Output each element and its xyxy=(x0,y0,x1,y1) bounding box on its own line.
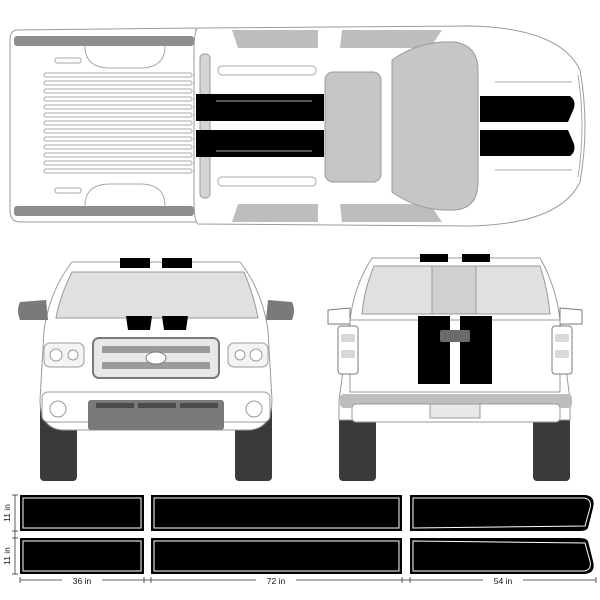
roof-groove-top xyxy=(217,65,317,76)
stripe-segment-1-row-2 xyxy=(20,538,144,574)
truck-top-view xyxy=(9,25,586,227)
dim-stripe-height-1: 11 in xyxy=(2,504,12,522)
mirror-right xyxy=(266,300,294,320)
dim-segment-1-length: 36 in xyxy=(73,576,92,586)
rear-stripe-roof-1 xyxy=(420,254,448,262)
truck-front-view xyxy=(18,258,294,481)
stripe-segment-3-row-1 xyxy=(410,495,594,531)
front-stripe-roof-2 xyxy=(162,258,192,268)
stripe-segment-2-row-2 xyxy=(151,538,402,574)
windshield xyxy=(391,41,479,211)
top-stripe-hood-1 xyxy=(480,96,575,122)
bed-rail-bottom xyxy=(14,206,194,216)
side-window-rear-top xyxy=(232,30,318,48)
rear-window xyxy=(199,53,211,199)
bed-handle-top xyxy=(54,57,82,64)
rear-mirror-left xyxy=(327,307,351,325)
grille-emblem xyxy=(145,351,167,365)
front-stripe-hood-2 xyxy=(162,316,188,330)
rear-stripe-tailgate-1 xyxy=(418,316,450,384)
dim-segment-3-length: 54 in xyxy=(494,576,513,586)
wheel-arch-top xyxy=(84,45,166,69)
rear-stripe-tailgate-2 xyxy=(460,316,492,384)
dim-stripe-height-2: 11 in xyxy=(2,547,12,565)
mirror-left xyxy=(18,300,48,320)
front-stripe-hood-1 xyxy=(126,316,152,330)
rear-tire-left xyxy=(339,405,376,481)
front-stripe-roof-1 xyxy=(120,258,150,268)
side-window-rear-bottom xyxy=(232,204,318,222)
front-windshield xyxy=(55,271,259,319)
height-dimension xyxy=(12,494,18,575)
top-stripe-hood-2 xyxy=(480,130,575,156)
front-bumper-edge xyxy=(577,74,583,178)
sunroof xyxy=(324,71,382,183)
stripe-segment-2-row-1 xyxy=(151,495,402,531)
license-plate-area xyxy=(429,403,481,419)
top-stripe-roof-1 xyxy=(196,94,324,121)
fog-light-left xyxy=(49,400,67,418)
side-window-front-top xyxy=(340,30,442,48)
tailgate-handle xyxy=(440,330,470,342)
stripe-kit-layout: 11 in 11 in 36 in 72 in 54 in xyxy=(2,494,597,586)
roof-groove-bottom xyxy=(217,176,317,187)
top-stripe-roof-2 xyxy=(196,130,324,157)
dim-segment-2-length: 72 in xyxy=(267,576,286,586)
fog-light-right xyxy=(245,400,263,418)
rear-tire-right xyxy=(533,405,570,481)
bed-rail-top xyxy=(14,36,194,46)
stripe-segment-3-row-2 xyxy=(410,538,594,574)
bed-handle-bottom xyxy=(54,187,82,194)
truck-cab-hood xyxy=(193,25,586,227)
rear-sliding-window xyxy=(431,265,477,315)
truck-rear-view xyxy=(327,254,583,481)
stripe-segment-1-row-1 xyxy=(20,495,144,531)
rear-mirror-right xyxy=(559,307,583,325)
rear-stripe-roof-2 xyxy=(462,254,490,262)
wheel-arch-bottom xyxy=(84,183,166,207)
side-window-front-bottom xyxy=(340,204,442,222)
bed-ribs xyxy=(43,72,193,174)
